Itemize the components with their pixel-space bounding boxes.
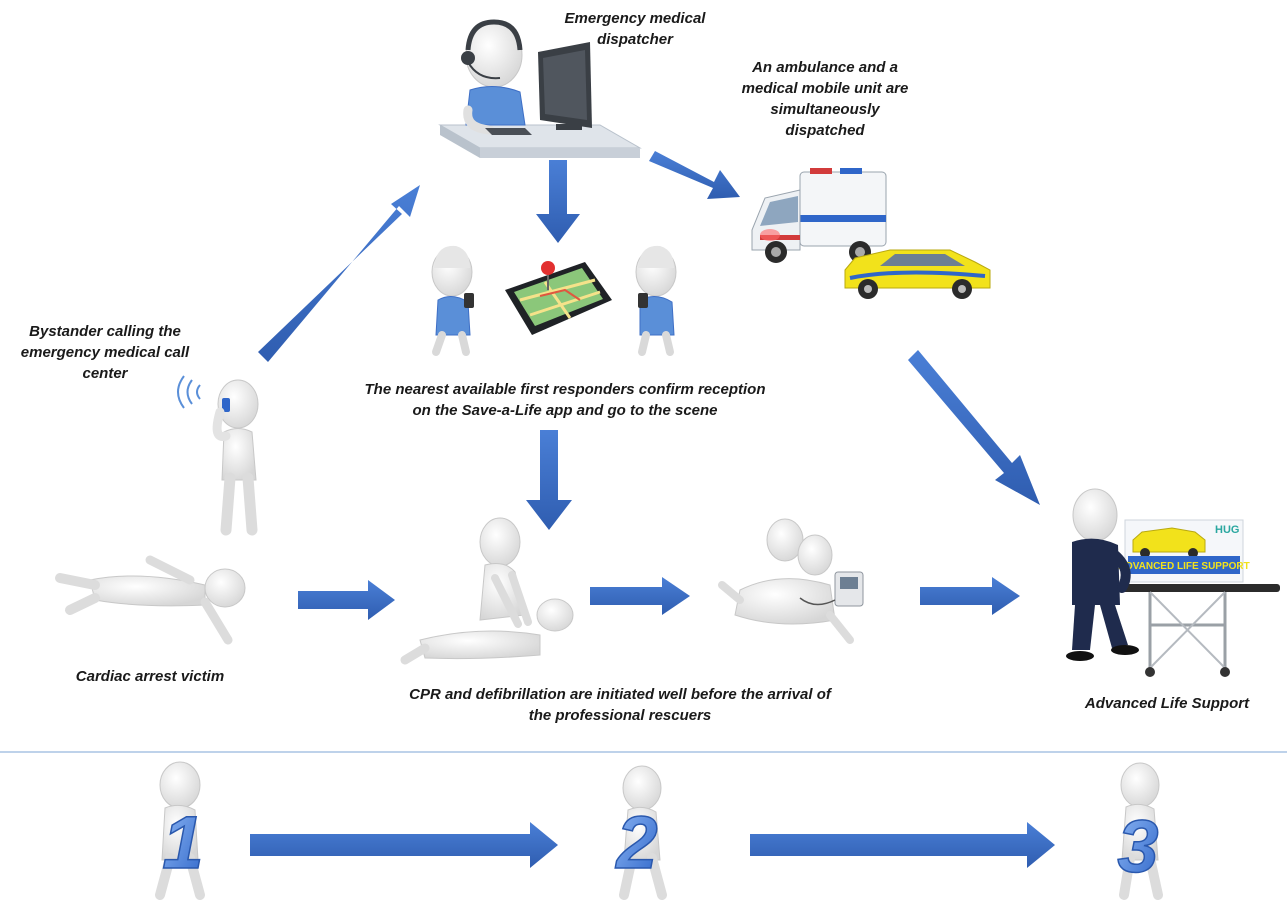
dispatcher-illustration [438, 19, 642, 158]
arrow-victim-to-cpr [298, 580, 395, 620]
bystander-figure [177, 375, 259, 536]
responder-left-figure [431, 245, 474, 356]
label-advanced-life-support: Advanced Life Support [1084, 695, 1250, 712]
step-1-figure: 1 [155, 761, 205, 900]
arrow-ambulance-to-als [908, 350, 1040, 505]
arrow-defibrillation-to-als [920, 577, 1020, 615]
arrow-cpr-to-defibrillation [590, 577, 690, 615]
label-cpr: CPR and defibrillation are initiated wel… [409, 686, 831, 724]
step-3-number: 3 [1117, 805, 1158, 888]
label-victim: Cardiac arrest victim [75, 668, 225, 685]
label-dispatcher: Emergency medical dispatcher [564, 10, 706, 48]
arrow-dispatcher-to-responders [536, 160, 580, 243]
timeline-arrow-2-to-3 [750, 822, 1055, 868]
arrow-dispatcher-to-ambulance [649, 151, 740, 199]
advanced-life-support-illustration: ADVANCED LIFE SUPPORT HUG [1066, 488, 1280, 677]
step-1-number: 1 [162, 801, 203, 884]
label-first-responders: The nearest available first responders c… [364, 381, 766, 419]
victim-figure [55, 555, 246, 645]
timeline-arrow-1-to-2 [250, 822, 558, 868]
responder-right-figure [635, 245, 677, 356]
label-bystander: Bystander calling the emergency medical … [20, 323, 190, 382]
ambulance-illustration [751, 168, 887, 263]
label-ambulance-dispatch: An ambulance and a medical mobile unit a… [741, 59, 909, 139]
step-2-number: 2 [614, 801, 657, 884]
arrow-bystander-to-dispatcher [258, 185, 420, 362]
step-2-figure: 2 [614, 765, 667, 900]
defibrillation-illustration [718, 518, 864, 644]
medical-car-illustration [844, 249, 991, 299]
als-sign-text: ADVANCED LIFE SUPPORT [1118, 561, 1250, 572]
cpr-illustration [400, 517, 574, 665]
smartphone-map-icon [505, 261, 612, 335]
hug-logo: HUG [1215, 524, 1239, 536]
arrow-responders-to-cpr [526, 430, 572, 530]
step-3-figure: 3 [1117, 762, 1163, 900]
